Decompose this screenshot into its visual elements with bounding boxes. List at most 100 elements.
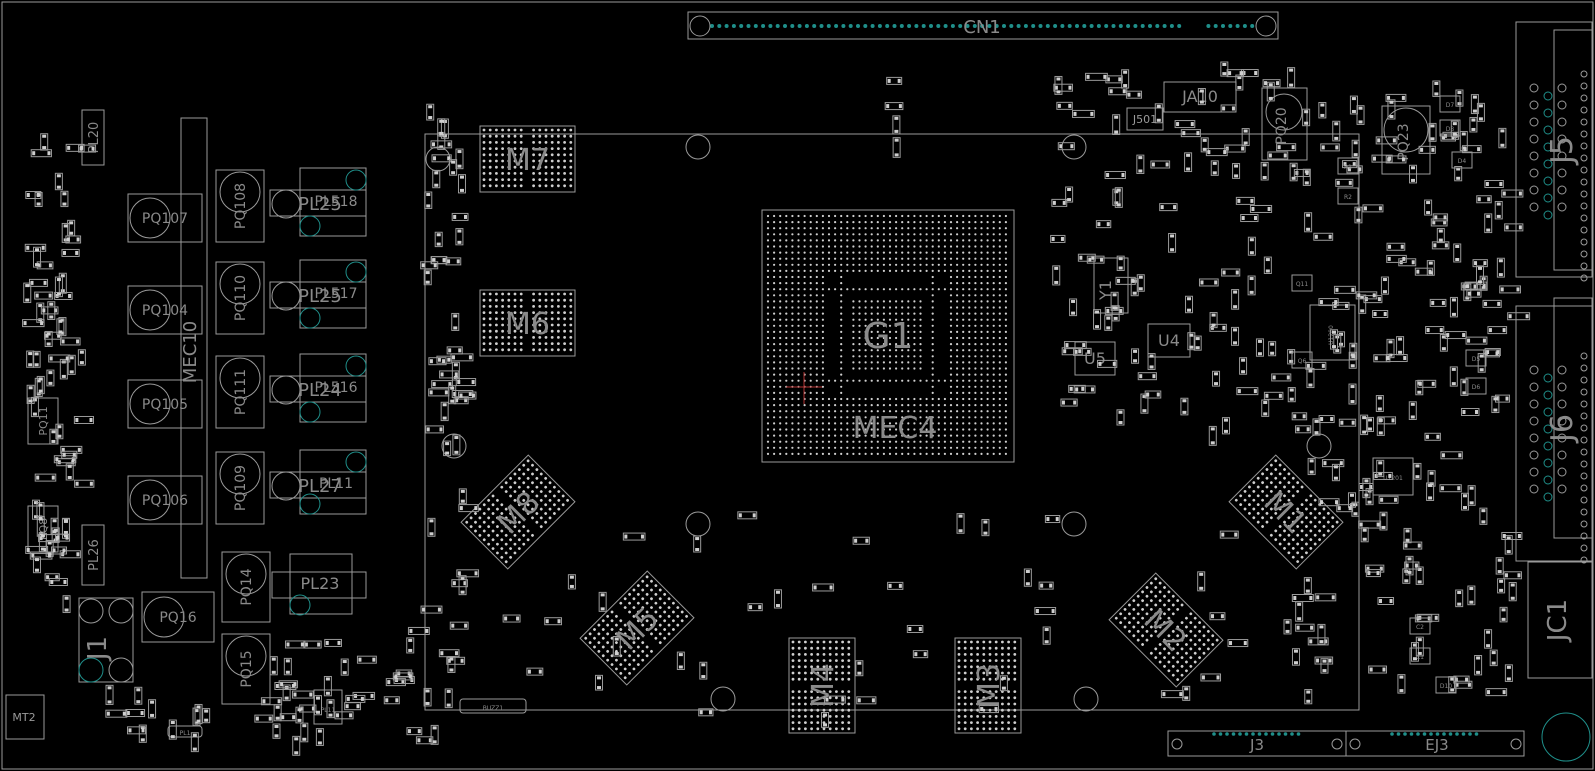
- smd-component: [1396, 336, 1405, 356]
- smd-component: [278, 680, 298, 689]
- smd-component: [1137, 372, 1157, 381]
- gpu-label: G1: [863, 316, 914, 357]
- gpu-area-outline: [424, 133, 1360, 711]
- smd-component: [324, 638, 342, 647]
- smd-component: [1295, 601, 1304, 622]
- smd-component: [1348, 351, 1357, 369]
- ej3-label: EJ3: [1425, 736, 1448, 754]
- smd-component: [1410, 642, 1419, 662]
- smd-component: [431, 380, 453, 389]
- smd-component: [1455, 89, 1464, 107]
- smd-component: [1428, 122, 1437, 142]
- smd-component: [1440, 451, 1463, 460]
- smd-component: [1360, 527, 1369, 543]
- smd-component: [855, 660, 864, 677]
- smd-component: [1336, 504, 1354, 513]
- connector-j501: J501: [1126, 107, 1164, 131]
- smd-component: [1362, 204, 1384, 213]
- smd-component: [1247, 236, 1256, 256]
- smd-component: [1329, 329, 1338, 350]
- smd-component: [1504, 223, 1524, 232]
- smd-component: [773, 589, 782, 609]
- smd-component: [1482, 299, 1502, 308]
- smd-component: [1432, 80, 1441, 97]
- smd-component: [1200, 673, 1222, 682]
- smd-component: [1430, 218, 1448, 227]
- smd-component: [60, 445, 83, 454]
- memory-chip-m2: M2: [1108, 572, 1224, 688]
- memory-label: M4: [806, 663, 841, 708]
- smd-component: [737, 511, 758, 520]
- connector-j1: J1: [78, 597, 134, 683]
- mt2-label: MT2: [12, 711, 35, 724]
- smd-component: [406, 637, 415, 654]
- smd-component: [1231, 289, 1240, 310]
- smd-component: [1108, 87, 1128, 96]
- component-label: R2: [1344, 194, 1352, 201]
- smd-component: [1375, 136, 1398, 145]
- smd-component: [1375, 395, 1384, 412]
- smd-component: [105, 709, 128, 718]
- jc1-connector: JC1: [1527, 561, 1593, 762]
- smd-component: [1440, 133, 1457, 142]
- memory-label: M8: [491, 485, 548, 542]
- smd-component: [1187, 332, 1196, 351]
- smd-component: [446, 656, 466, 665]
- smd-component: [1112, 188, 1121, 206]
- smd-component: [1232, 163, 1241, 179]
- smd-component: [1302, 168, 1311, 186]
- smd-component: [54, 172, 63, 191]
- smd-component: [1159, 203, 1178, 212]
- smd-component: [1239, 357, 1248, 375]
- smd-component: [44, 573, 60, 582]
- smd-component: [1450, 120, 1459, 138]
- smd-component: [1095, 220, 1112, 229]
- smd-component: [1424, 432, 1441, 441]
- smd-component: [125, 709, 146, 718]
- mec10-label: MEC10: [180, 321, 201, 383]
- smd-component: [1484, 629, 1493, 649]
- smd-component: [1415, 636, 1424, 657]
- smd-component: [1052, 265, 1061, 286]
- smd-component: [1499, 285, 1521, 294]
- smd-component: [906, 624, 924, 633]
- smd-component: [434, 231, 443, 248]
- buzz1-label: BUZZ1: [483, 705, 504, 712]
- component-label: D7: [1446, 102, 1455, 109]
- smd-component: [443, 440, 452, 457]
- smd-component: [190, 732, 199, 753]
- smd-component: [1380, 276, 1389, 295]
- smd-component: [1496, 257, 1505, 278]
- smd-component: [1267, 151, 1289, 160]
- smd-component: [1180, 397, 1189, 416]
- smd-component: [458, 391, 477, 400]
- smd-component: [1221, 417, 1230, 435]
- smd-component: [425, 425, 444, 434]
- smd-component: [134, 686, 143, 705]
- smd-component: [1461, 492, 1470, 511]
- smd-component: [1150, 160, 1171, 169]
- component-label: Q11: [1296, 281, 1309, 288]
- smd-component: [323, 675, 332, 697]
- smd-component: [1499, 606, 1508, 623]
- smd-component: [1408, 401, 1417, 420]
- smd-component: [30, 149, 52, 158]
- mosfet-label: PQ108: [233, 183, 249, 229]
- smd-component: [440, 401, 449, 422]
- mosfet-pq106: PQ106: [127, 475, 203, 525]
- smd-component: [1436, 228, 1445, 244]
- smd-component: [1418, 145, 1436, 154]
- smd-component: [1147, 353, 1156, 370]
- smd-component: [1318, 415, 1335, 424]
- smd-component: [1304, 689, 1313, 705]
- smd-component: [526, 667, 544, 676]
- labeled-component: D5: [1465, 349, 1487, 367]
- smd-component: [1362, 477, 1371, 499]
- smd-component: [1209, 612, 1226, 621]
- smd-component: [1503, 571, 1522, 580]
- smd-component: [1497, 578, 1506, 594]
- smd-component: [424, 191, 433, 209]
- smd-component: [1501, 189, 1524, 198]
- mec10-rail: MEC10: [180, 117, 208, 579]
- smd-component: [1115, 276, 1136, 285]
